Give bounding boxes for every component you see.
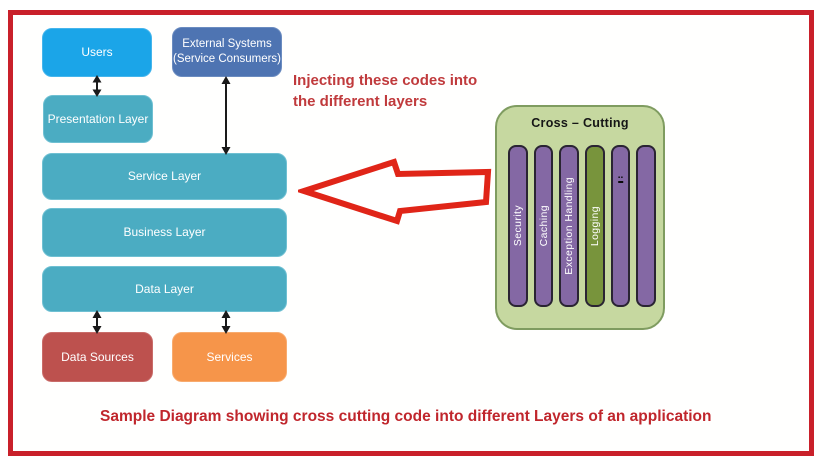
injecting-annotation: Injecting these codes into the different… bbox=[293, 70, 477, 112]
node-users-label: Users bbox=[81, 45, 113, 59]
injecting-annotation-line1: Injecting these codes into bbox=[293, 72, 478, 89]
bar-security: Security bbox=[508, 145, 528, 307]
node-data-sources: Data Sources bbox=[42, 332, 153, 382]
node-services-label: Services bbox=[206, 349, 253, 364]
bar-exception-handling-label: Exception Handling bbox=[563, 177, 576, 275]
cross-cutting-title: Cross – Cutting bbox=[531, 116, 629, 130]
bar-logging-label: Logging bbox=[588, 205, 601, 247]
injecting-annotation-line2: the different layers bbox=[293, 93, 428, 110]
bar-empty bbox=[636, 145, 657, 307]
node-external-systems: External Systems (Service Consumers) bbox=[172, 27, 282, 77]
node-service-layer: Service Layer bbox=[42, 153, 287, 200]
node-external-systems-label: External Systems (Service Consumers) bbox=[173, 38, 281, 65]
node-presentation-layer: Presentation Layer bbox=[43, 95, 153, 143]
bar-more: .. bbox=[610, 145, 631, 307]
bar-caching-label: Caching bbox=[537, 205, 550, 247]
double-arrow-external-service bbox=[221, 76, 231, 155]
bar-logging: Logging bbox=[585, 145, 605, 307]
bar-exception-handling: Exception Handling bbox=[559, 145, 580, 307]
double-arrow-datalayer-services bbox=[221, 310, 231, 334]
node-data-layer-label: Data Layer bbox=[135, 281, 194, 296]
cross-cutting-bars: Security Caching Exception Handling Logg… bbox=[508, 145, 657, 307]
node-users: Users bbox=[42, 28, 152, 77]
node-service-layer-label: Service Layer bbox=[127, 169, 202, 183]
bar-caching: Caching bbox=[533, 145, 554, 307]
double-arrow-users-presentation bbox=[92, 75, 102, 97]
node-business-layer: Business Layer bbox=[42, 208, 287, 257]
node-business-layer-label: Business Layer bbox=[123, 225, 206, 239]
bar-more-label: .. bbox=[617, 170, 624, 183]
injection-arrow bbox=[298, 158, 492, 225]
node-services: Services bbox=[172, 332, 287, 382]
node-presentation-layer-label: Presentation Layer bbox=[47, 111, 149, 126]
diagram-frame: Users External Systems (Service Consumer… bbox=[8, 10, 814, 456]
node-data-sources-label: Data Sources bbox=[61, 349, 134, 364]
bar-security-label: Security bbox=[511, 205, 524, 247]
cross-cutting-container: Cross – Cutting Security Caching Excepti… bbox=[495, 105, 665, 330]
diagram-caption: Sample Diagram showing cross cutting cod… bbox=[100, 408, 712, 425]
double-arrow-datalayer-datasources bbox=[92, 310, 102, 334]
node-data-layer: Data Layer bbox=[42, 266, 287, 312]
